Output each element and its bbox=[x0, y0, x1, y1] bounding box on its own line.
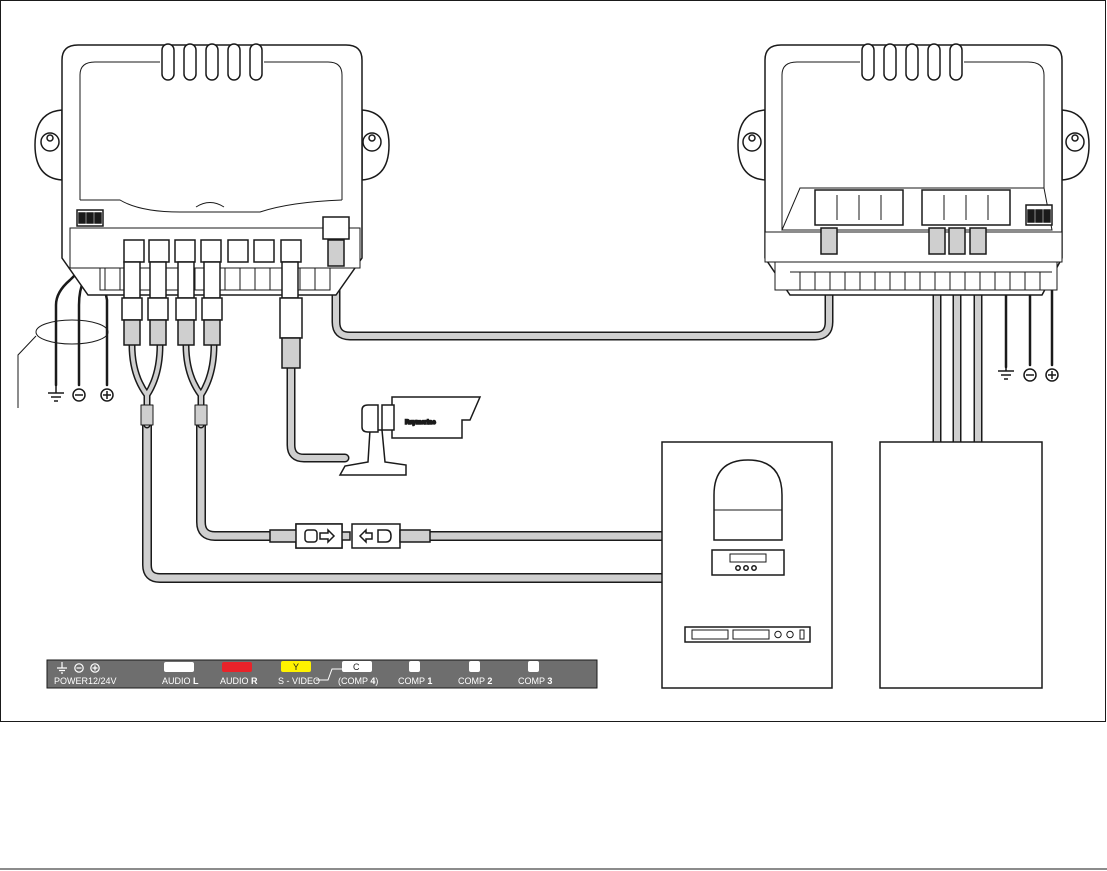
connector-legend: POWER 12/24V AUDIO L AUDIO R Y C S - VID… bbox=[47, 660, 597, 688]
minus-circle-icon bbox=[1024, 369, 1036, 381]
legend-audio-r: AUDIO R bbox=[220, 676, 258, 686]
satellite-dome bbox=[714, 460, 782, 540]
s-video-c-tag: C bbox=[353, 662, 360, 672]
legend-power-label: POWER bbox=[54, 676, 89, 686]
cable-bundle-marker bbox=[36, 320, 108, 344]
legend-comp1: COMP 1 bbox=[398, 676, 432, 686]
legend-s-video: S - VIDEO bbox=[278, 676, 320, 686]
legend-comp3: COMP 3 bbox=[518, 676, 552, 686]
power-terminal-block bbox=[77, 210, 103, 226]
network-plug bbox=[328, 240, 344, 266]
comp2-swatch bbox=[469, 661, 480, 672]
camera-bnc-plug bbox=[280, 298, 302, 368]
rca-sockets bbox=[124, 240, 301, 262]
dvd-player bbox=[685, 627, 810, 642]
camera-brand-label: Raymarine bbox=[405, 420, 436, 426]
comp3-swatch bbox=[528, 661, 539, 672]
ground-symbol-icon bbox=[48, 385, 64, 401]
audio-cable bbox=[147, 425, 662, 578]
legend-audio-l: AUDIO L bbox=[162, 676, 199, 686]
ground-symbol-icon bbox=[998, 365, 1014, 379]
network-cable bbox=[336, 248, 829, 336]
camera-body bbox=[392, 397, 480, 438]
splitter-ferrule bbox=[195, 405, 207, 425]
camera: Raymarine bbox=[340, 397, 480, 475]
comp1-swatch bbox=[409, 661, 420, 672]
s-video-adapter bbox=[270, 524, 430, 548]
splitter-ferrule bbox=[141, 405, 153, 425]
camera-cable bbox=[291, 368, 345, 458]
legend-comp4: (COMP 4) bbox=[338, 676, 378, 686]
plus-circle-icon bbox=[101, 389, 113, 401]
audio-r-swatch bbox=[222, 662, 252, 672]
receiver-box bbox=[712, 550, 784, 575]
marker-leader-line bbox=[18, 336, 36, 408]
s-video-cable bbox=[201, 425, 662, 536]
video-unit-right bbox=[738, 44, 1089, 295]
left-power-symbols bbox=[48, 385, 113, 401]
network-socket bbox=[323, 217, 349, 239]
minus-circle-icon bbox=[73, 389, 85, 401]
legend-comp2: COMP 2 bbox=[458, 676, 492, 686]
av-sources-panel bbox=[662, 442, 832, 688]
audio-l-swatch bbox=[164, 662, 194, 672]
s-video-y-tag: Y bbox=[293, 662, 299, 672]
legend-voltage-label: 12/24V bbox=[88, 676, 117, 686]
plus-circle-icon bbox=[1046, 369, 1058, 381]
display-panel bbox=[880, 442, 1042, 688]
power-terminal-block bbox=[1026, 205, 1052, 225]
